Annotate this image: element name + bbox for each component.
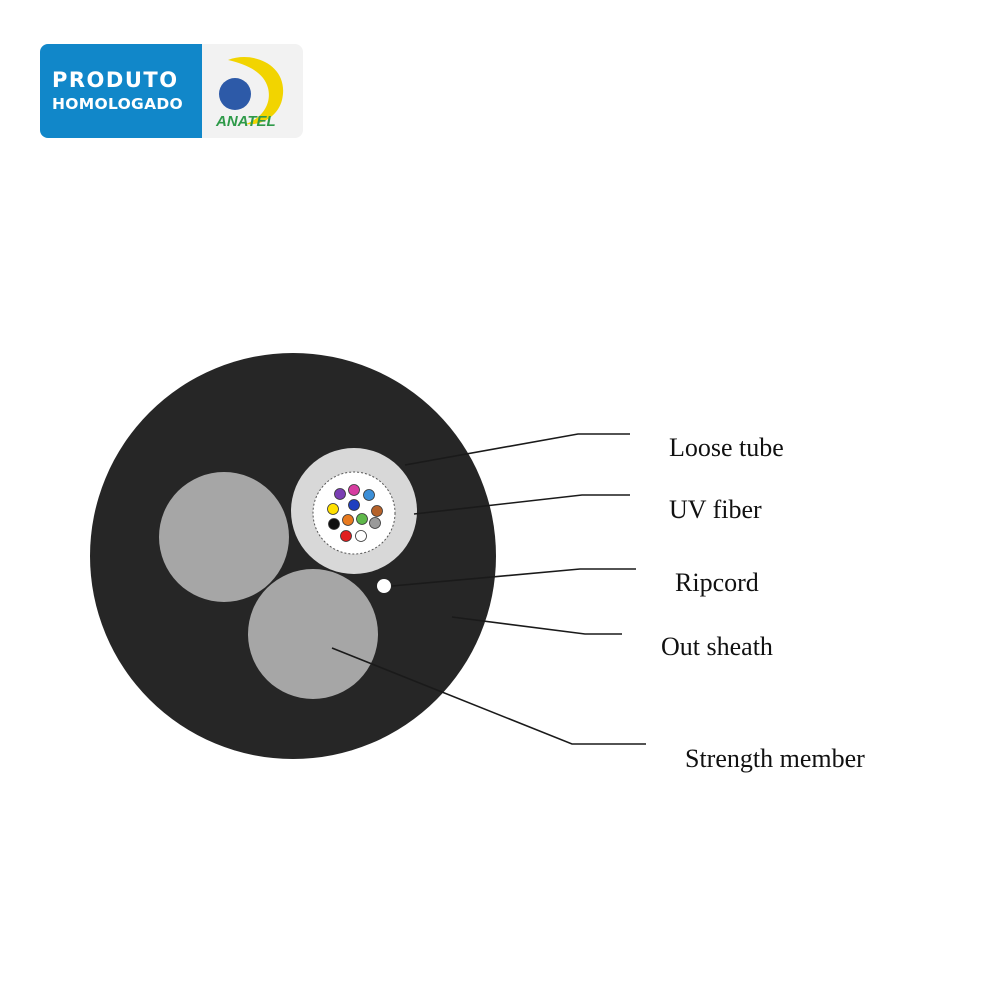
- leader-line-uv-fiber: [413, 494, 630, 515]
- label-loose-tube: Loose tube: [669, 433, 784, 462]
- label-strength-member: Strength member: [685, 744, 865, 773]
- uv-fiber-9: [356, 513, 368, 525]
- uv-fiber-4: [327, 503, 339, 515]
- label-out-sheath: Out sheath: [661, 632, 773, 661]
- leader-lines: [331, 433, 646, 745]
- uv-fiber-bundle: [327, 484, 383, 542]
- uv-fiber-12: [355, 530, 367, 542]
- badge-line-produto: PRODUTO: [52, 68, 179, 92]
- uv-fiber-5: [348, 499, 360, 511]
- anatel-badge: PRODUTO HOMOLOGADO ANATEL: [40, 44, 303, 138]
- uv-fiber-1: [334, 488, 346, 500]
- uv-fiber-7: [328, 518, 340, 530]
- uv-fiber-11: [340, 530, 352, 542]
- uv-fiber-8: [342, 514, 354, 526]
- badge-text-panel: PRODUTO HOMOLOGADO: [40, 44, 202, 138]
- anatel-logo-panel: ANATEL: [202, 44, 303, 138]
- strength-member-right: [248, 569, 378, 699]
- leader-line-out-sheath: [451, 616, 622, 635]
- uv-fiber-6: [371, 505, 383, 517]
- uv-fiber-10: [369, 517, 381, 529]
- leader-line-strength-member: [331, 647, 646, 745]
- loose-tube-gel-core: [312, 471, 396, 555]
- anatel-logo-icon: ANATEL: [215, 57, 284, 130]
- strength-member-left: [159, 472, 289, 602]
- uv-fiber-3: [363, 489, 375, 501]
- label-uv-fiber: UV fiber: [669, 495, 762, 524]
- leader-line-loose-tube: [404, 433, 630, 466]
- uv-fiber-2: [348, 484, 360, 496]
- anatel-logo-dot: [219, 78, 251, 110]
- badge-line-homologado: HOMOLOGADO: [52, 95, 184, 113]
- out-sheath: [90, 353, 496, 759]
- anatel-logo-text: ANATEL: [215, 113, 276, 130]
- leader-line-ripcord: [391, 568, 636, 587]
- label-ripcord: Ripcord: [675, 568, 759, 597]
- anatel-logo-swoosh: [228, 57, 284, 125]
- ripcord: [377, 579, 391, 593]
